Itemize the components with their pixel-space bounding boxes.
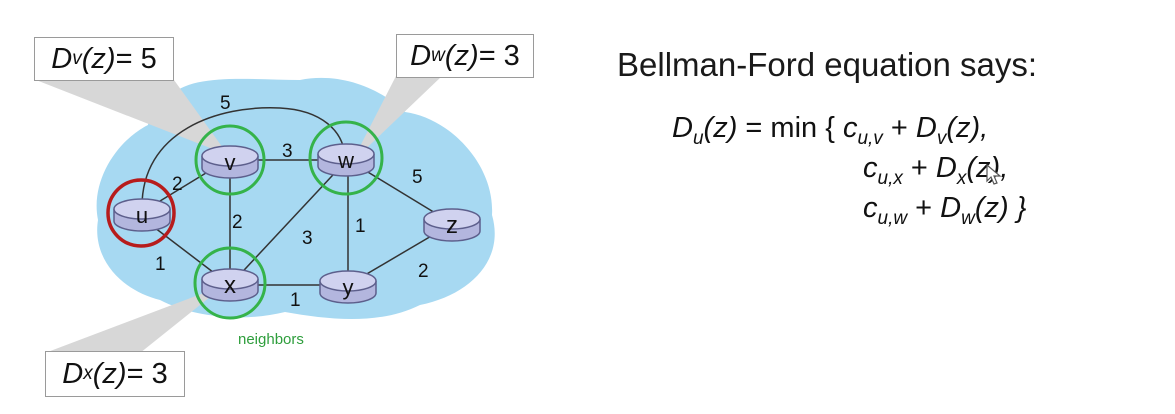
cost-u-x: 1 xyxy=(155,254,166,275)
equation-line-3: cu,w + Dw(z) } xyxy=(863,192,1027,229)
network-diagram: 2 1 5 3 2 3 1 1 5 2 u v w x y z xyxy=(36,76,495,353)
router-z: z xyxy=(423,208,481,242)
neighbors-label: neighbors xyxy=(238,331,304,348)
router-y-label: y xyxy=(343,275,354,300)
neighbor-ring-w xyxy=(308,120,384,196)
neighbor-ring-v xyxy=(194,124,266,196)
cost-w-y: 1 xyxy=(355,216,366,237)
router-v-label: v xyxy=(225,150,236,175)
cost-w-z: 5 xyxy=(412,167,423,188)
callout-dv-pointer xyxy=(36,80,228,155)
router-v: v xyxy=(201,145,259,179)
router-u-label: u xyxy=(136,203,148,228)
router-z-label: z xyxy=(446,212,458,239)
router-x: x xyxy=(201,268,259,302)
mouse-cursor-icon xyxy=(986,164,1002,185)
cost-u-v: 2 xyxy=(172,174,183,195)
equation-line-1: Du(z) = min { cu,v + Dv(z), xyxy=(672,112,989,149)
cost-u-w: 5 xyxy=(220,93,231,114)
cost-v-w: 3 xyxy=(282,141,293,162)
router-w: w xyxy=(317,143,375,177)
cost-x-w: 3 xyxy=(302,228,313,249)
cost-x-y: 1 xyxy=(290,290,301,311)
edge-u-w xyxy=(141,107,346,211)
edge-x-w xyxy=(231,161,346,284)
router-u: u xyxy=(113,198,171,232)
slide-title: Bellman-Ford equation says: xyxy=(617,46,1038,83)
neighbor-ring-x xyxy=(193,246,267,320)
callout-dx-pointer xyxy=(45,285,225,353)
router-y: y xyxy=(319,270,377,304)
cost-v-x: 2 xyxy=(232,212,243,233)
callout-dw-pointer xyxy=(352,76,442,162)
source-ring-u xyxy=(106,178,176,248)
router-x-label: x xyxy=(224,272,236,299)
router-w-label: w xyxy=(337,148,354,173)
cost-y-z: 2 xyxy=(418,261,429,282)
